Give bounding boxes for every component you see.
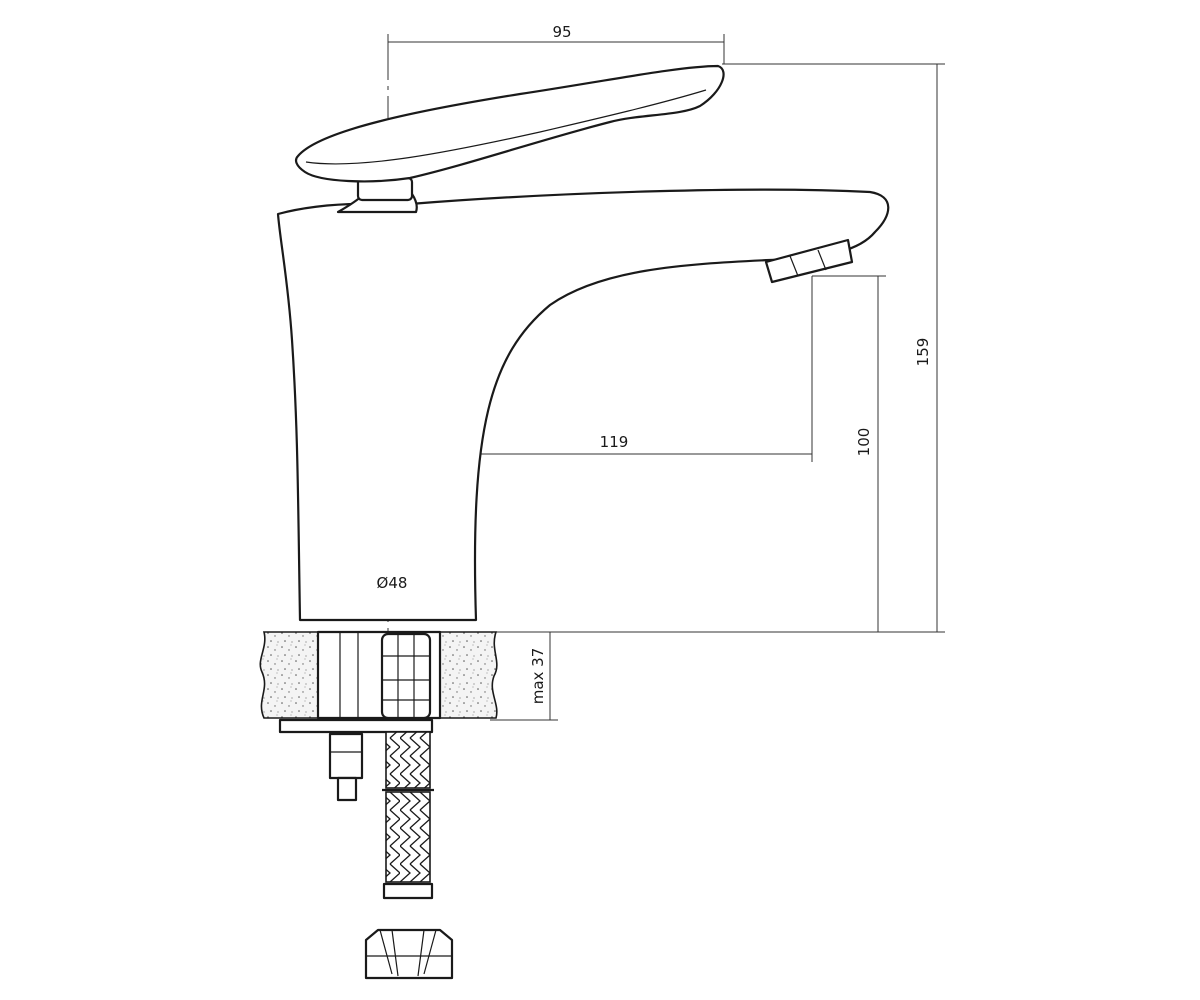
- lever-highlight: [305, 89, 707, 165]
- faucet-body: [276, 188, 890, 622]
- dim-label-159: 159: [914, 338, 932, 367]
- dim-label-100: 100: [855, 428, 873, 457]
- countertop: [259, 630, 498, 720]
- dim-label-119: 119: [600, 433, 629, 451]
- aerator: [764, 238, 854, 284]
- hose-nut: [364, 928, 454, 980]
- braided-hose: [382, 731, 434, 900]
- hose-fitting: [380, 632, 432, 720]
- dim-label-95: 95: [552, 23, 571, 41]
- dim-label-max-37: max 37: [529, 648, 547, 705]
- threaded-stud: [328, 732, 364, 802]
- mounting-plate: [278, 718, 434, 734]
- lever-handle: [294, 64, 725, 183]
- dim-label-diameter-48: Ø48: [377, 574, 408, 592]
